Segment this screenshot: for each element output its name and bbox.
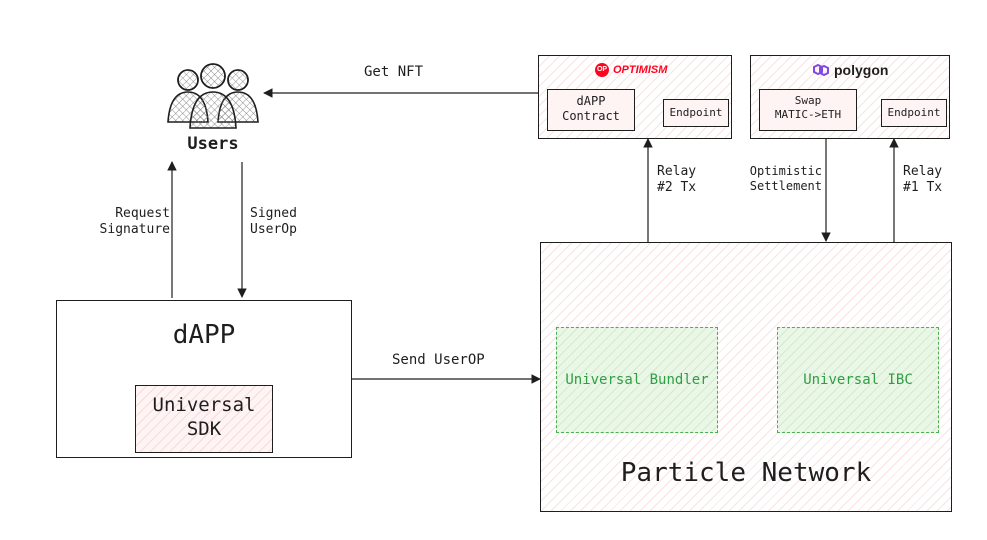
particle-network-box: Universal Bundler Universal IBC Particle…: [540, 242, 952, 512]
relay-2-label: Relay #2 Tx: [657, 164, 697, 196]
optimistic-settlement-label: Optimistic Settlement: [749, 164, 822, 193]
polygon-logo: polygon: [811, 61, 888, 79]
universal-bundler-label: Universal Bundler: [565, 372, 709, 388]
optimism-logo: OP OPTIMISM: [595, 62, 667, 78]
optimism-logo-text: OPTIMISM: [613, 64, 668, 76]
polygon-logo-icon: [813, 63, 829, 77]
optimism-logo-icon: OP: [595, 63, 609, 77]
dapp-box: dAPP Universal SDK: [56, 300, 352, 458]
request-signature-label: Request Signature: [99, 206, 170, 238]
particle-network-title: Particle Network: [620, 458, 872, 488]
optimism-endpoint-box: Endpoint: [663, 99, 729, 127]
users-label: Users: [187, 134, 239, 154]
universal-sdk-box: Universal SDK: [135, 385, 273, 453]
signed-userop-label: Signed UserOp: [250, 206, 297, 238]
dapp-contract-label-line1: dAPP: [576, 94, 606, 108]
dapp-contract-label-line2: Contract: [562, 109, 620, 123]
universal-ibc-box: Universal IBC: [777, 327, 939, 433]
users-node: Users: [158, 60, 268, 160]
polygon-endpoint-label: Endpoint: [887, 106, 941, 119]
swap-box: Swap MATIC->ETH: [759, 89, 857, 131]
optimism-chain-box: OP OPTIMISM dAPP Contract Endpoint: [538, 55, 732, 139]
send-userop-label: Send UserOP: [392, 352, 485, 368]
get-nft-label: Get NFT: [364, 64, 424, 80]
dapp-title: dAPP: [172, 320, 236, 350]
swap-label-line2: MATIC->ETH: [774, 107, 842, 121]
polygon-endpoint-box: Endpoint: [881, 99, 947, 127]
swap-label-line1: Swap: [794, 94, 822, 107]
polygon-chain-box: polygon Swap MATIC->ETH Endpoint: [750, 55, 950, 139]
optimism-endpoint-label: Endpoint: [669, 106, 723, 119]
users-icon: [167, 63, 259, 129]
universal-sdk-label-line2: SDK: [186, 417, 222, 440]
universal-ibc-label: Universal IBC: [803, 372, 913, 388]
relay-1-label: Relay #1 Tx: [903, 164, 943, 196]
universal-bundler-box: Universal Bundler: [556, 327, 718, 433]
universal-sdk-label-line1: Universal: [152, 394, 256, 416]
polygon-logo-text: polygon: [834, 62, 889, 78]
dapp-contract-box: dAPP Contract: [547, 89, 635, 131]
